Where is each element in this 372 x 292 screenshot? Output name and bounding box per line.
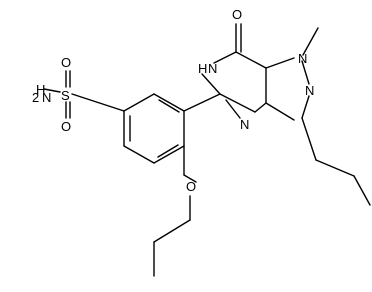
bond (219, 93, 256, 113)
bond (153, 219, 191, 243)
sulfonamide-group (43, 70, 125, 119)
bond (123, 93, 155, 112)
bond (183, 93, 221, 112)
bond (353, 175, 371, 206)
sulfonyl-nh2-label: H (36, 82, 45, 97)
ring-nh-h-label: H (198, 61, 207, 76)
sulfonyl-n-label: N (42, 90, 51, 105)
bond (71, 93, 125, 112)
bond (254, 102, 267, 113)
bond (301, 117, 317, 161)
sulfonyl-nh2-subscript: 2 (32, 90, 39, 105)
bond (43, 88, 61, 93)
bond (235, 51, 267, 69)
sulfonyl-s-label: S (61, 88, 70, 103)
bond (158, 99, 180, 113)
bond (157, 144, 179, 158)
pyrazolopyrimidine-core (183, 23, 319, 121)
bond (301, 60, 310, 85)
sulfonyl-o-bottom-label: O (61, 119, 71, 134)
ring-nh-n-label: N (208, 61, 217, 76)
bond (265, 102, 295, 121)
methylated-n-label: N (298, 51, 307, 66)
bond (301, 95, 310, 119)
sulfonyl-o-top-label: O (61, 55, 71, 70)
carbonyl-o-label: O (232, 7, 242, 22)
benzene-ring (123, 93, 185, 164)
bond (153, 93, 185, 112)
pyrimidine-n-label: N (240, 117, 249, 132)
pyrazole-n-label: N (305, 83, 314, 98)
bond (225, 99, 241, 119)
bond (302, 27, 319, 56)
bond (153, 145, 185, 164)
ether-o-label: O (186, 179, 196, 194)
atom-labels: H 2 N S O O O H N N N N O (32, 7, 314, 194)
bond (265, 57, 295, 69)
bond (315, 159, 355, 177)
bond (201, 73, 221, 95)
bond (123, 145, 155, 164)
propoxy-chain (153, 145, 197, 277)
propyl-chain (301, 117, 371, 206)
bond (183, 174, 197, 183)
bond (213, 51, 237, 64)
